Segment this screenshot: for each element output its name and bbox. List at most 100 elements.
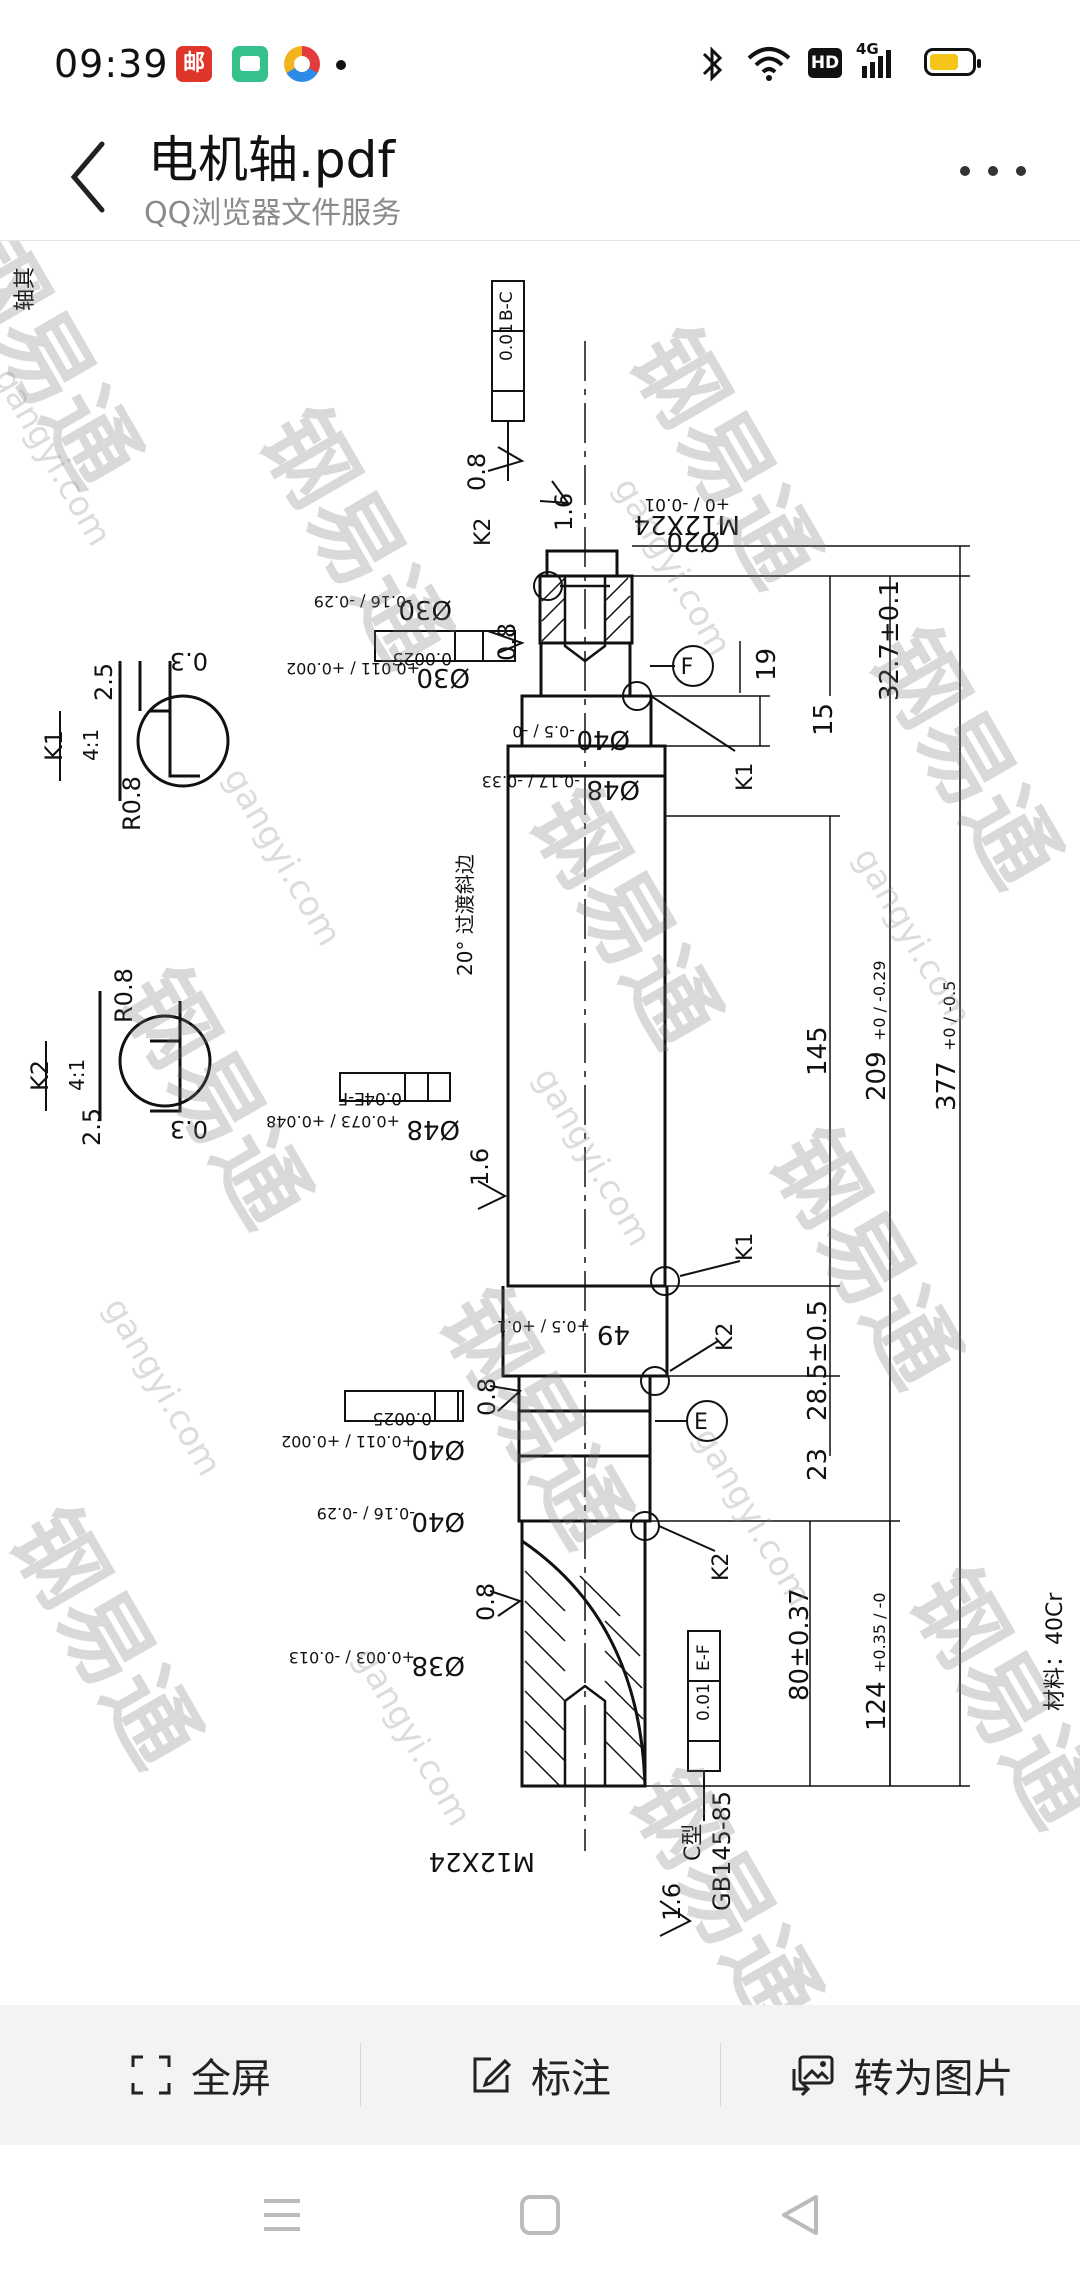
annotate-icon	[473, 2057, 512, 2093]
svg-text:4:1: 4:1	[79, 729, 103, 761]
svg-text:15: 15	[809, 703, 839, 736]
svg-text:4:1: 4:1	[65, 1059, 89, 1091]
svg-text:Ø30: Ø30	[416, 662, 470, 692]
svg-text:K2: K2	[709, 1553, 734, 1581]
annotate-label: 标注	[531, 2056, 611, 2102]
svg-text:E-F: E-F	[694, 1644, 714, 1671]
fullscreen-icon	[131, 2055, 171, 2095]
svg-text:M12X24: M12X24	[634, 509, 740, 539]
fullscreen-button[interactable]: 全屏	[40, 2005, 360, 2145]
svg-text:2.5: 2.5	[78, 1108, 106, 1146]
4g-signal-icon: 4G	[856, 40, 906, 84]
chamfer-note: 20° 过渡斜边	[453, 854, 477, 976]
svg-text:80±0.37: 80±0.37	[785, 1588, 815, 1701]
svg-text:Ø40: Ø40	[411, 1506, 465, 1536]
svg-text:0.3: 0.3	[170, 1115, 208, 1143]
svg-text:K2: K2	[471, 518, 496, 546]
svg-text:1.6: 1.6	[466, 1148, 494, 1186]
svg-text:1.6: 1.6	[658, 1883, 686, 1921]
back-nav-icon[interactable]	[770, 2185, 830, 2245]
svg-text:Ø40: Ø40	[411, 1434, 465, 1464]
svg-text:B-C: B-C	[497, 291, 517, 321]
svg-text:+0.5 / +0.1: +0.5 / +0.1	[497, 1317, 590, 1336]
chat-app-icon	[232, 46, 268, 82]
svg-text:0.8: 0.8	[473, 1378, 501, 1416]
svg-text:-0.5 / -0: -0.5 / -0	[512, 722, 575, 741]
header-divider	[0, 240, 1080, 241]
svg-text:M12X24: M12X24	[429, 1846, 535, 1876]
system-icons: HD 4G	[698, 40, 1028, 84]
hd-icon: HD	[808, 48, 842, 78]
shaft-outline	[501, 549, 669, 1788]
bluetooth-icon	[702, 46, 723, 82]
browser-app-icon	[284, 46, 320, 82]
svg-text:Ø40: Ø40	[576, 724, 630, 754]
svg-text:23: 23	[803, 1448, 833, 1481]
app-header: 电机轴.pdf QQ浏览器文件服务	[0, 130, 1080, 240]
svg-text:+0.003 / -0.013: +0.003 / -0.013	[289, 1648, 415, 1667]
bottom-toolbar: 全屏 标注 转为图片	[0, 2005, 1080, 2145]
svg-text:0.8: 0.8	[472, 1583, 500, 1621]
svg-text:Ø38: Ø38	[411, 1650, 465, 1680]
svg-text:K1: K1	[733, 763, 758, 791]
image-convert-icon	[792, 2055, 833, 2097]
svg-text:Ø48: Ø48	[406, 1114, 460, 1144]
svg-text:19: 19	[752, 648, 782, 681]
svg-text:32.7±0.1: 32.7±0.1	[875, 580, 905, 701]
mail-app-icon: 邮	[176, 46, 212, 82]
svg-text:377: 377	[932, 1061, 962, 1111]
svg-text:28.5±0.5: 28.5±0.5	[803, 1300, 833, 1421]
svg-text:0.0025: 0.0025	[393, 648, 452, 668]
detail-k2	[98, 991, 212, 1121]
svg-text:0.01: 0.01	[497, 323, 517, 361]
svg-text:K1: K1	[733, 1233, 758, 1261]
home-icon[interactable]	[510, 2185, 570, 2245]
svg-text:E-F: E-F	[338, 1088, 365, 1108]
svg-text:0.0025: 0.0025	[373, 1408, 432, 1428]
svg-text:2.5: 2.5	[90, 663, 118, 701]
svg-text:Ø48: Ø48	[586, 774, 640, 804]
svg-text:F: F	[681, 655, 694, 680]
svg-text:+0.011 / +0.002: +0.011 / +0.002	[286, 659, 420, 678]
svg-text:+0 / -0.29: +0 / -0.29	[870, 960, 889, 1041]
file-subtitle: QQ浏览器文件服务	[144, 196, 402, 231]
status-time: 09:39	[54, 42, 169, 86]
margin-note: 轴其	[13, 267, 38, 311]
svg-text:R0.8: R0.8	[118, 776, 146, 831]
svg-text:+0.35 / -0: +0.35 / -0	[870, 1592, 889, 1673]
technical-drawing: 轴其	[13, 267, 1068, 1937]
svg-text:K2: K2	[26, 1060, 54, 1091]
pdf-viewer[interactable]: 轴其	[0, 241, 1080, 2005]
svg-text:124: 124	[862, 1681, 892, 1731]
svg-text:-0.16 / -0.29: -0.16 / -0.29	[317, 1504, 415, 1523]
svg-text:K1: K1	[40, 730, 68, 761]
network-type-label: 4G	[856, 40, 879, 58]
svg-text:0.8: 0.8	[463, 453, 491, 491]
svg-text:-0.17 / -0.33: -0.17 / -0.33	[482, 772, 580, 791]
svg-text:+0.011 / +0.002: +0.011 / +0.002	[281, 1432, 415, 1451]
recent-apps-icon[interactable]	[252, 2185, 312, 2245]
fullscreen-label: 全屏	[191, 2056, 271, 2102]
detail-k1	[118, 661, 230, 801]
svg-text:R0.8: R0.8	[110, 968, 138, 1023]
svg-text:E: E	[694, 1410, 708, 1435]
svg-text:GB145-85: GB145-85	[708, 1791, 736, 1911]
svg-text:-0.16 / -0.29: -0.16 / -0.29	[314, 592, 412, 611]
svg-text:K2: K2	[713, 1323, 738, 1351]
svg-text:49: 49	[597, 1319, 630, 1349]
svg-text:0.3: 0.3	[170, 647, 208, 675]
toolbar-divider	[360, 2043, 361, 2107]
svg-text:+0.073 / +0.048: +0.073 / +0.048	[266, 1112, 400, 1131]
svg-text:Ø30: Ø30	[398, 594, 452, 624]
svg-text:0.8: 0.8	[493, 623, 521, 661]
material-note: 材料：40Cr	[1043, 1592, 1068, 1711]
annotate-button[interactable]: 标注	[361, 2005, 719, 2145]
more-options-button[interactable]	[960, 152, 1030, 192]
toolbar-divider	[720, 2043, 721, 2107]
back-button[interactable]	[62, 130, 118, 230]
system-navigation-bar	[0, 2145, 1080, 2280]
convert-to-image-button[interactable]: 转为图片	[721, 2005, 1080, 2145]
more-notifications-dot	[336, 60, 346, 70]
svg-text:Ø20: Ø20	[666, 526, 720, 556]
svg-text:C型: C型	[681, 1824, 706, 1861]
